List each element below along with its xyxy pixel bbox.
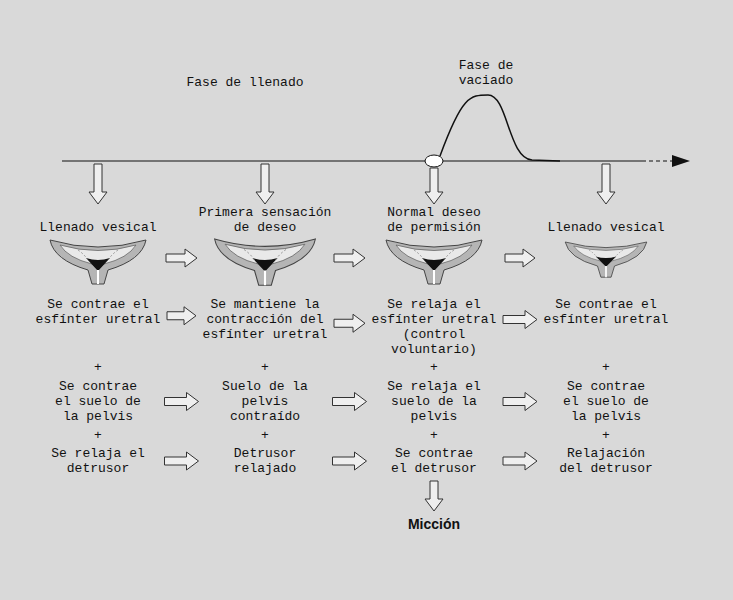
step-text: Normal deseo de permisión xyxy=(379,204,489,236)
hollow-arrow xyxy=(503,452,537,470)
bladder-illustration xyxy=(565,242,647,277)
down-arrow xyxy=(89,164,107,204)
bladder-arrows xyxy=(166,249,535,267)
result-label: Micción xyxy=(407,515,461,534)
plus-sign: + xyxy=(255,360,275,375)
node-text: Relajación del detrusor xyxy=(557,446,655,476)
down-arrow xyxy=(597,164,615,204)
hollow-arrow xyxy=(165,452,199,470)
plus-sign: + xyxy=(88,428,108,443)
down-arrow xyxy=(256,164,274,204)
node-text: Suelo de la pelvis contraído xyxy=(216,379,314,424)
step-text: Llenado vesical xyxy=(23,219,173,236)
step-text: Primera sensación de deseo xyxy=(190,204,340,236)
step-text: Se contrae el detrusor xyxy=(384,445,484,477)
plus-sign: + xyxy=(255,428,275,443)
node-text: Llenado vesical xyxy=(532,220,680,235)
hollow-arrow xyxy=(167,307,196,325)
node-text: Se contrae el esfínter uretral xyxy=(543,297,669,327)
step-text: Se mantiene la contracción del esfínter … xyxy=(201,296,329,343)
step-text: Se contrae el suelo de la pelvis xyxy=(556,378,656,425)
hollow-arrow xyxy=(165,393,199,411)
bladder-illustration xyxy=(386,240,482,284)
node-text: Se contrae el suelo de la pelvis xyxy=(49,379,147,424)
phase-label: Fase de vaciado xyxy=(451,58,521,88)
step-text: Detrusor relajado xyxy=(215,445,315,477)
phase-label: Fase de llenado xyxy=(165,75,325,90)
plus-sign: + xyxy=(88,360,108,375)
hollow-arrow xyxy=(334,314,365,332)
voiding-curve xyxy=(440,95,560,161)
node-text: Se contrae el suelo de la pelvis xyxy=(557,379,655,424)
right-arrow xyxy=(166,249,197,267)
plus-sign: + xyxy=(424,360,444,375)
hollow-arrow xyxy=(503,311,537,329)
right-arrow xyxy=(505,249,535,267)
step-text: Se contrae el suelo de la pelvis xyxy=(48,378,148,425)
timeline-head xyxy=(672,155,690,167)
plus-sign: + xyxy=(596,360,616,375)
timeline-marker xyxy=(425,155,443,167)
hollow-arrow xyxy=(503,393,537,411)
step-text: Se relaja el esfínter uretral (control v… xyxy=(370,296,498,358)
hollow-arrow xyxy=(333,452,367,470)
node-text: Llenado vesical xyxy=(24,220,172,235)
node-text: Primera sensación de deseo xyxy=(191,205,339,235)
node-text: Micción xyxy=(408,516,460,533)
step-text: Se contrae el esfínter uretral xyxy=(34,296,162,328)
step-text: Suelo de la pelvis contraído xyxy=(215,378,315,425)
node-text: Normal deseo de permisión xyxy=(380,205,488,235)
node-text: Se relaja el esfínter uretral (control v… xyxy=(371,297,497,357)
step-text: Relajación del detrusor xyxy=(556,445,656,477)
plus-sign: + xyxy=(596,428,616,443)
node-text: Se contrae el esfínter uretral xyxy=(35,297,161,327)
step-text: Se contrae el esfínter uretral xyxy=(542,296,670,328)
step-text: Llenado vesical xyxy=(531,219,681,236)
hollow-arrow xyxy=(333,393,367,411)
bladder-illustration xyxy=(215,239,316,285)
timeline-arrows xyxy=(89,164,615,204)
plus-sign: + xyxy=(424,428,444,443)
step-text: Se relaja el suelo de la pelvis xyxy=(384,378,484,425)
down-arrow xyxy=(425,168,443,204)
hollow-arrow xyxy=(425,481,443,511)
node-text: Se relaja el suelo de la pelvis xyxy=(385,379,483,424)
node-text: Se relaja el detrusor xyxy=(49,446,147,476)
bladder-illustration xyxy=(50,240,146,284)
node-text: Se mantiene la contracción del esfínter … xyxy=(202,297,328,342)
node-text: Detrusor relajado xyxy=(216,446,314,476)
timeline-dashed xyxy=(642,160,672,161)
right-arrow xyxy=(334,249,365,267)
node-text: Se contrae el detrusor xyxy=(385,446,483,476)
step-text: Se relaja el detrusor xyxy=(48,445,148,477)
